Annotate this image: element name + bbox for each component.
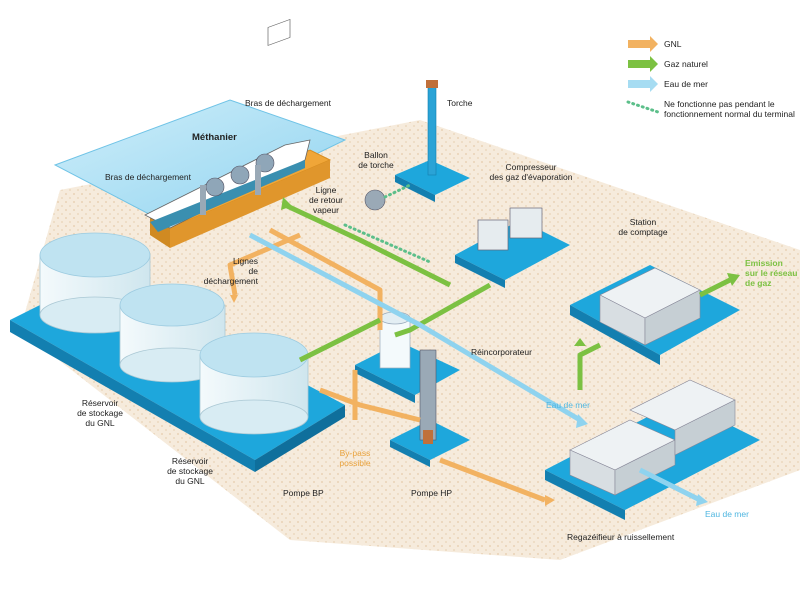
gas-pipes [283,202,732,390]
label-vapor-return-line3: vapeur [313,205,339,215]
label-unloading-lines-line2: de [248,266,258,276]
gas-arrow-emission [727,273,740,286]
label-flare: Torche [447,98,473,108]
label-storage-tank-b-line2: de stockage [167,466,213,476]
methane-carrier-ship [144,18,311,232]
flare-drum [364,189,386,211]
legend-inactive-swatch [626,100,660,114]
label-unloading-arm-top: Bras de déchargement [245,98,331,108]
label-storage-tank-a-line3: du GNL [85,418,115,428]
label-storage-tank-a: Réservoir de stockage du GNL [70,398,130,428]
label-emission: Emission sur le réseau de gaz [745,258,797,288]
label-reincorporator: Réincorporateur [471,347,532,357]
legend [626,36,660,114]
label-bypass-line2: possible [339,458,371,468]
label-flare-drum-line1: Ballon [364,150,388,160]
label-lp-pump: Pompe BP [283,488,324,498]
label-vaporizer: Regazéifieur à ruissellement [567,532,675,542]
legend-lng-swatch [628,36,658,52]
label-storage-tank-a-line2: de stockage [77,408,123,418]
label-emission-line1: Emission [745,258,783,268]
label-metering-station-line2: de comptage [618,227,668,237]
legend-inactive-label-2: fonctionnement normal du terminal [664,109,795,119]
label-compressor-line2: des gaz d'évaporation [489,172,573,182]
lng-arrow-vaporizer [545,495,555,506]
label-unloading-lines-line1: Lignes [232,256,258,266]
sea-arrow-mid [576,414,588,428]
inactive-lines [343,183,432,264]
legend-gas-label: Gaz naturel [664,59,708,69]
label-storage-tank-b-line3: du GNL [175,476,205,486]
metering-station-building [599,267,701,346]
unloading-arm-1 [200,185,206,215]
legend-inactive-label-1: Ne fonctionne pas pendant le [664,99,775,109]
reincorporator-vessel [379,311,411,369]
label-flare-drum: Ballon de torche [356,150,396,170]
sea-area [53,99,347,226]
label-metering-station: Station de comptage [613,217,673,237]
unloading-arm-2 [255,165,261,195]
label-hp-pump: Pompe HP [411,488,453,498]
gas-arrow-vapor-return [281,197,292,210]
label-storage-tank-b: Réservoir de stockage du GNL [160,456,220,486]
storage-tank-3 [199,332,309,435]
legend-lng-label: GNL [664,39,682,49]
hp-pump [419,349,437,444]
gas-arrow-metering [574,338,586,346]
flare-platform [395,160,470,195]
label-methane-carrier: Méthanier [192,132,237,143]
open-rack-vaporizer [569,379,736,496]
flare-stack [427,84,437,176]
label-vapor-return-line1: Ligne [315,185,337,195]
seawater-pipes [248,232,702,503]
legend-sea-swatch [628,76,658,92]
label-flare-drum-line2: de torche [358,160,394,170]
lng-arrow-unloading [230,295,238,303]
label-storage-tank-a-line1: Réservoir [81,398,119,408]
label-vapor-return-line2: de retour [308,195,344,205]
label-compressor-line1: Compresseur [505,162,557,172]
label-unloading-lines: Lignes de déchargement [190,256,258,286]
label-storage-tank-b-line1: Réservoir [171,456,209,466]
label-seawater-bottom: Eau de mer [705,509,749,519]
label-unloading-arm-left: Bras de déchargement [105,172,191,182]
sea-arrow-bottom [696,494,708,506]
label-vapor-return: Ligne de retour vapeur [306,185,346,215]
lng-pipes [227,227,546,503]
label-bypass: By-pass possible [335,448,375,468]
bog-compressor [477,207,543,251]
legend-gas-swatch [628,56,658,72]
label-metering-station-line1: Station [629,217,657,227]
label-compressor: Compresseur des gaz d'évaporation [486,162,576,182]
legend-sea-label: Eau de mer [664,79,708,89]
label-unloading-lines-line3: déchargement [203,276,258,286]
label-seawater-mid: Eau de mer [546,400,590,410]
label-bypass-line1: By-pass [339,448,371,458]
label-emission-line3: de gaz [745,278,772,288]
label-emission-line2: sur le réseau [745,268,798,278]
